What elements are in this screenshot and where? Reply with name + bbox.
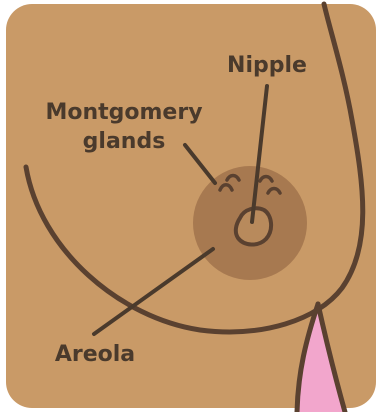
label-montgomery-glands-line2: glands (83, 129, 166, 154)
label-montgomery-glands-line1: Montgomery (45, 100, 202, 125)
label-nipple: Nipple (227, 53, 307, 78)
label-areola: Areola (55, 342, 135, 367)
